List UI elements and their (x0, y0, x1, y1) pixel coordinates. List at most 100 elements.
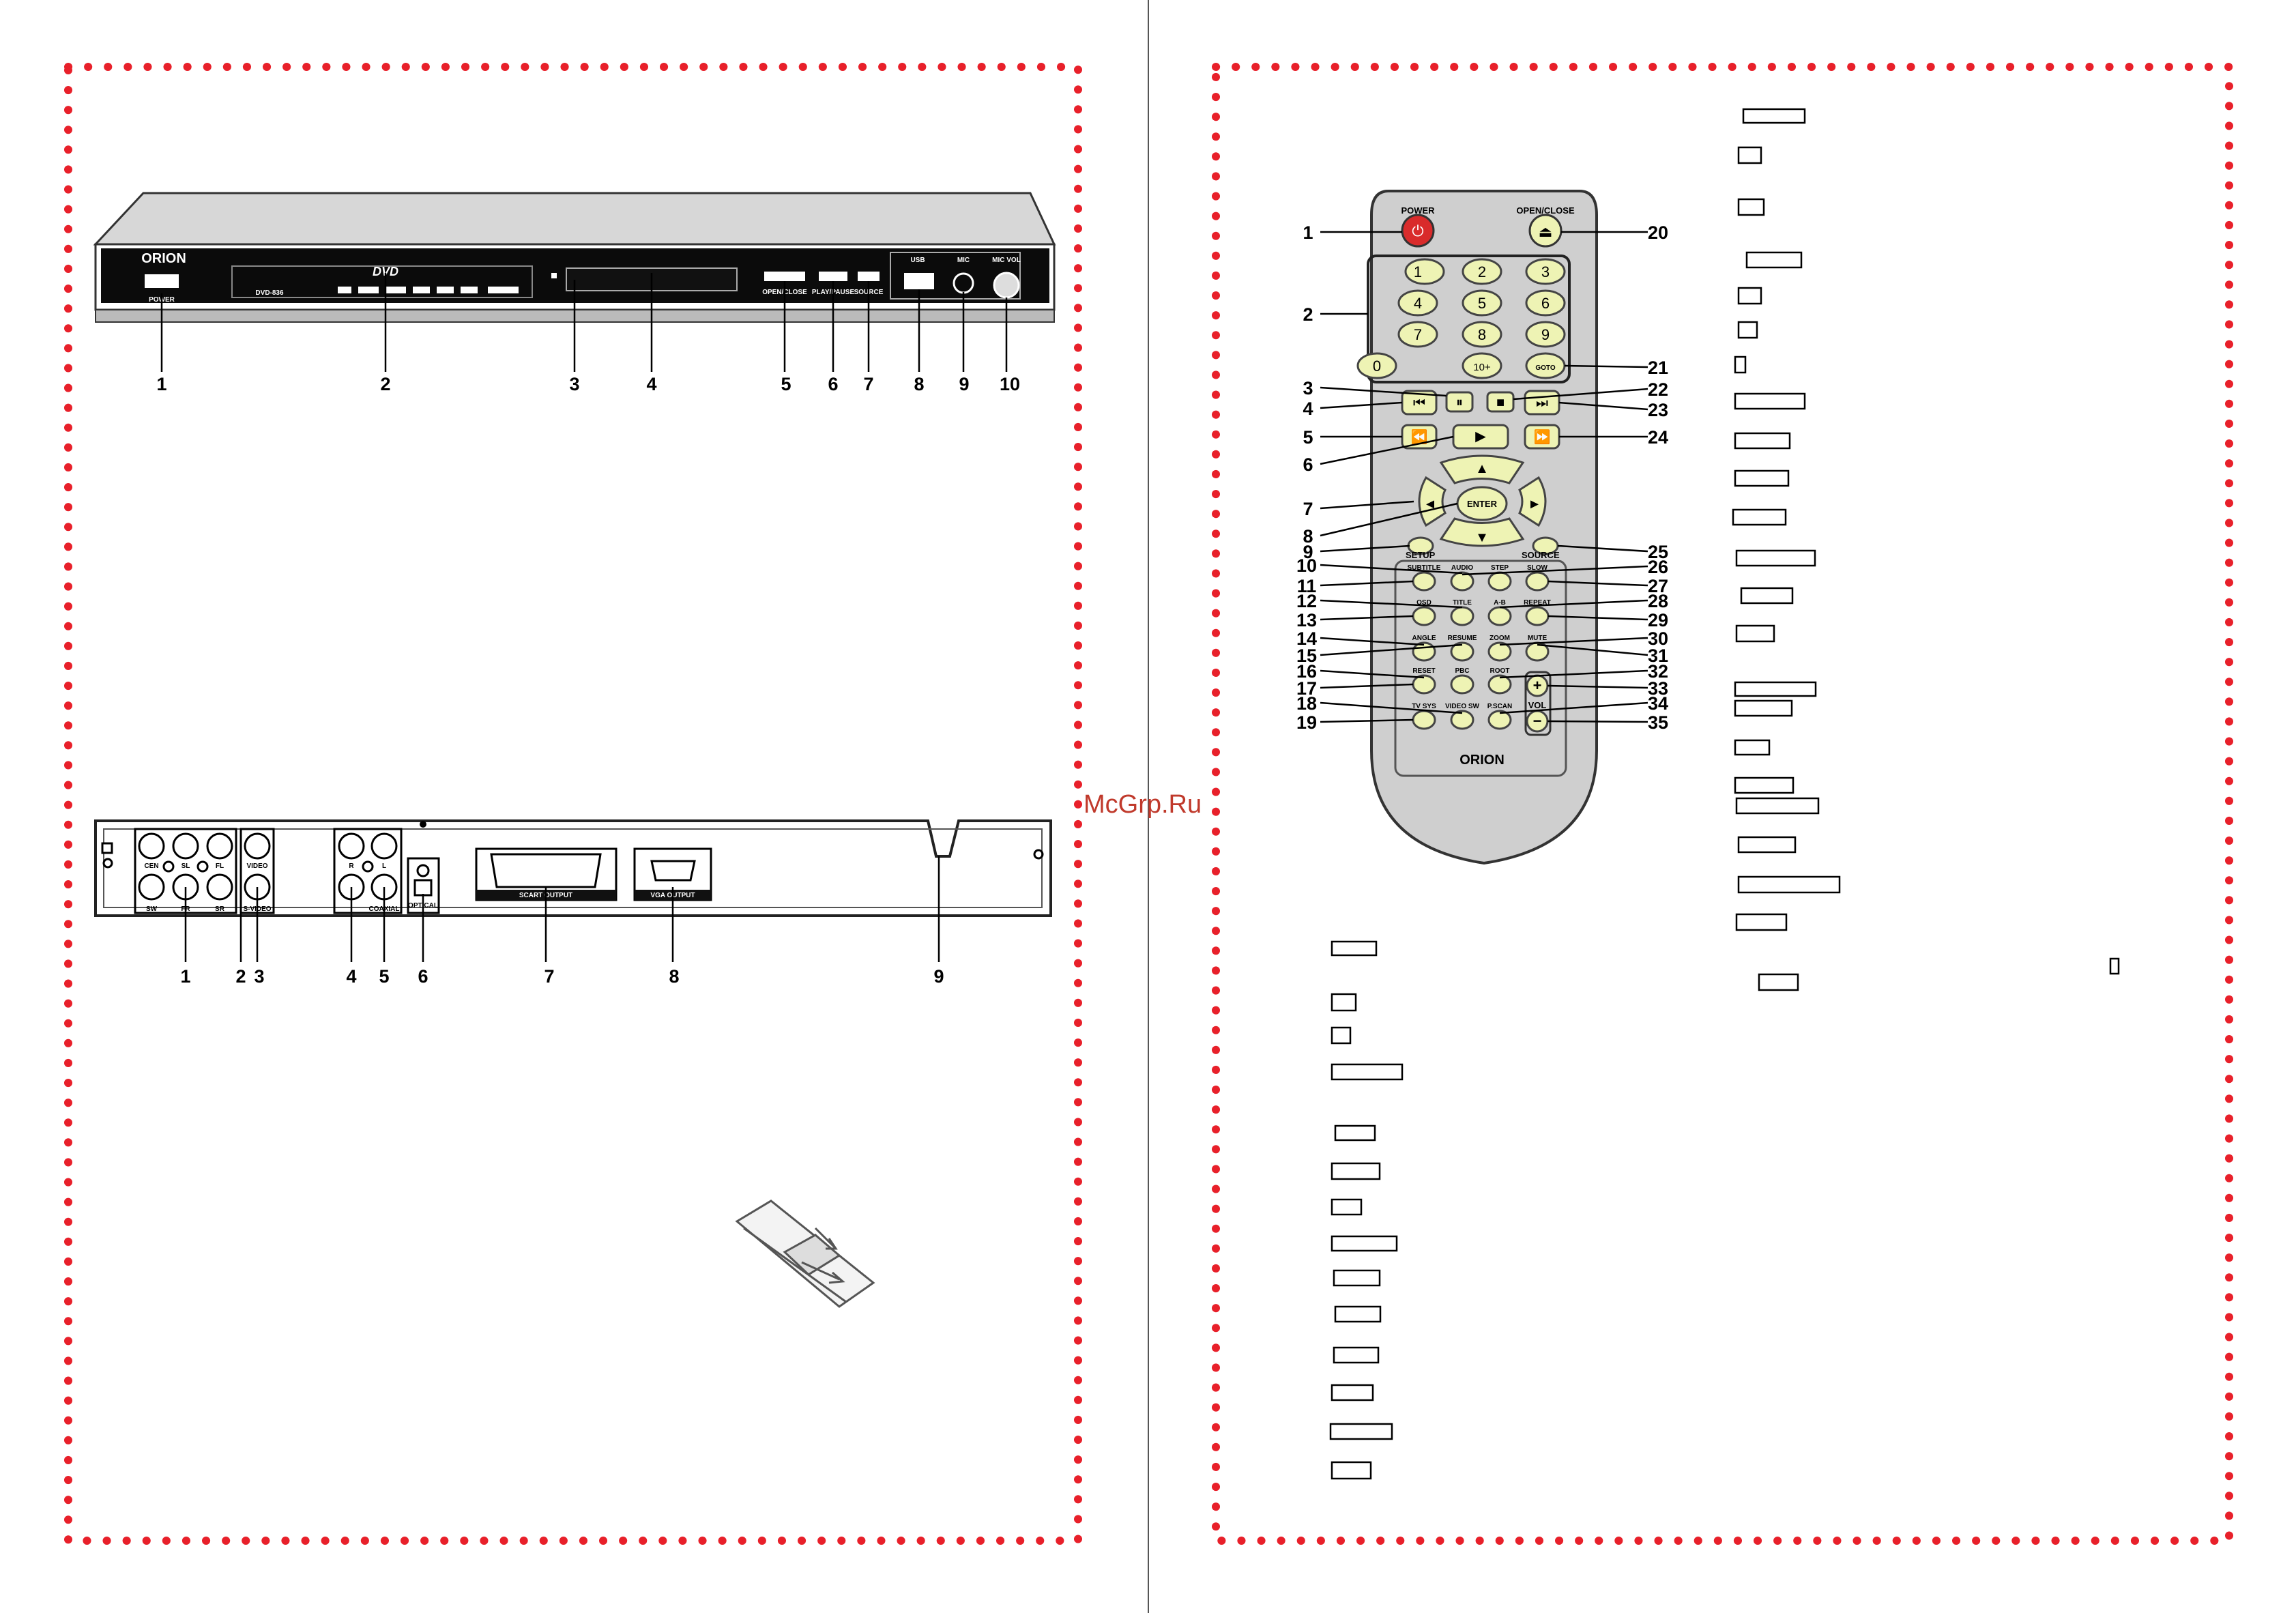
remote-callout: 24 (1648, 427, 1668, 448)
front-callouts (160, 273, 1008, 372)
key-label: VIDEO SW (1445, 703, 1480, 710)
rear-callout: 1 (180, 966, 190, 987)
remote-callout: 3 (1303, 378, 1313, 398)
open-close-key-label: OPEN/CLOSE (1516, 205, 1575, 216)
front-callout: 9 (959, 374, 969, 394)
play-pause-button[interactable] (819, 272, 847, 281)
vol-label: VOL (1528, 700, 1547, 710)
remote-callout: 32 (1648, 661, 1668, 682)
key-label: RESET (1412, 667, 1435, 675)
digit-10plus-button[interactable] (1462, 352, 1502, 379)
remote-callout: 9 (1303, 542, 1313, 562)
remote-callout: 2 (1303, 304, 1313, 325)
remote-callout: 33 (1648, 678, 1668, 699)
vol-up-icon: + (1533, 677, 1542, 694)
mic-vol-label: MIC VOL (992, 257, 1021, 264)
open-close-button[interactable] (764, 272, 805, 281)
jack-label: CEN (144, 862, 158, 870)
digit-2-button[interactable] (1462, 258, 1502, 285)
key-label: RESUME (1448, 635, 1477, 642)
usb-label: USB (910, 257, 925, 264)
right-page-text-placeholders (1732, 108, 2120, 991)
stop-button[interactable] (1486, 391, 1515, 413)
setup-label: SETUP (1406, 550, 1436, 560)
rear-callout: 6 (418, 966, 428, 987)
rear-callout: 4 (346, 966, 356, 987)
remote-callout: 13 (1296, 610, 1317, 630)
remote-callout: 7 (1303, 499, 1313, 519)
rear-callout: 3 (254, 966, 264, 987)
front-panel-figure: ORION POWER DVD DVD-836 OPEN/CLOSE PLAY/… (93, 192, 1056, 323)
digit-7-button[interactable] (1397, 321, 1438, 348)
remote-callout: 25 (1648, 542, 1668, 562)
key-label: ZOOM (1490, 635, 1510, 642)
digit-5-button[interactable] (1462, 289, 1502, 317)
digit-label: 10+ (1473, 362, 1491, 373)
prev-icon: ⏮ (1413, 396, 1425, 411)
remote-callout: 1 (1303, 222, 1313, 243)
jack-label: R (349, 862, 354, 870)
digit-label: 3 (1541, 263, 1550, 280)
digit-0-button[interactable] (1356, 352, 1397, 379)
left-page-text-placeholders (1329, 940, 1404, 1480)
digit-label: 4 (1414, 295, 1422, 312)
key-label: A-B (1494, 599, 1506, 607)
stop-icon: ■ (1496, 395, 1505, 410)
disc-tray (231, 265, 533, 298)
source-key-label: SOURCE (1522, 550, 1560, 560)
front-callout-numbers: 1 2 3 4 5 6 7 8 9 10 (156, 374, 1020, 394)
digit-6-button[interactable] (1525, 289, 1566, 317)
remote-callout: 23 (1648, 400, 1668, 420)
key-label: AUDIO (1451, 564, 1473, 572)
front-brand: ORION (141, 251, 186, 266)
remote-callout-leaders (1320, 231, 1648, 723)
remote-callout: 5 (1303, 427, 1313, 448)
power-key-label: POWER (1401, 205, 1435, 216)
key-label: TV SYS (1412, 703, 1436, 710)
key-label: P.SCAN (1487, 703, 1513, 710)
remote-callout: 11 (1297, 576, 1317, 596)
key-label: SLOW (1527, 564, 1548, 572)
front-callout: 10 (1000, 374, 1020, 394)
left-button[interactable] (1418, 476, 1447, 527)
digit-label: 7 (1414, 326, 1422, 343)
front-callout: 2 (380, 374, 390, 394)
digit-8-button[interactable] (1462, 321, 1502, 348)
fast-forward-icon: ⏩ (1534, 428, 1551, 445)
remote-callout: 35 (1648, 712, 1668, 733)
remote-right-callouts: 20 21 22 23 24 25 26 27 28 29 30 31 32 3… (1648, 222, 1668, 733)
up-button[interactable] (1439, 454, 1525, 484)
remote-callout: 12 (1296, 591, 1317, 611)
digit-1-button[interactable] (1404, 258, 1445, 285)
remote-callout: 28 (1648, 591, 1668, 611)
key-label: SUBTITLE (1408, 564, 1441, 572)
rear-callout: 7 (544, 966, 554, 987)
rear-callout: 2 (235, 966, 246, 987)
remote-callout: 20 (1648, 222, 1668, 243)
right-button[interactable] (1518, 476, 1547, 527)
mic-vol-knob (993, 272, 1020, 299)
remote-open-close-button[interactable] (1528, 214, 1563, 248)
jack-label: SW (146, 905, 158, 913)
enter-label: ENTER (1467, 499, 1498, 509)
source-button[interactable] (858, 272, 880, 281)
jack-label: SR (215, 905, 225, 913)
power-button[interactable] (145, 274, 179, 288)
remote-callout: 6 (1303, 454, 1313, 475)
digit-3-button[interactable] (1525, 258, 1566, 285)
jack-label: SL (181, 862, 190, 870)
remote-left-callouts: 1 2 3 4 5 6 7 8 9 10 11 12 13 14 15 16 1… (1296, 222, 1317, 733)
digit-label: 9 (1541, 326, 1550, 343)
front-callout: 7 (863, 374, 873, 394)
digit-9-button[interactable] (1525, 321, 1566, 348)
remote-callout: 26 (1648, 557, 1668, 577)
remote-power-button[interactable] (1401, 214, 1435, 248)
pause-button[interactable] (1445, 391, 1474, 413)
digit-label: 6 (1541, 295, 1550, 312)
digit-4-button[interactable] (1397, 289, 1438, 317)
down-button[interactable] (1439, 517, 1525, 547)
remote-callout: 30 (1648, 628, 1668, 649)
remote-callout: 21 (1648, 358, 1668, 378)
usb-port (904, 273, 934, 289)
